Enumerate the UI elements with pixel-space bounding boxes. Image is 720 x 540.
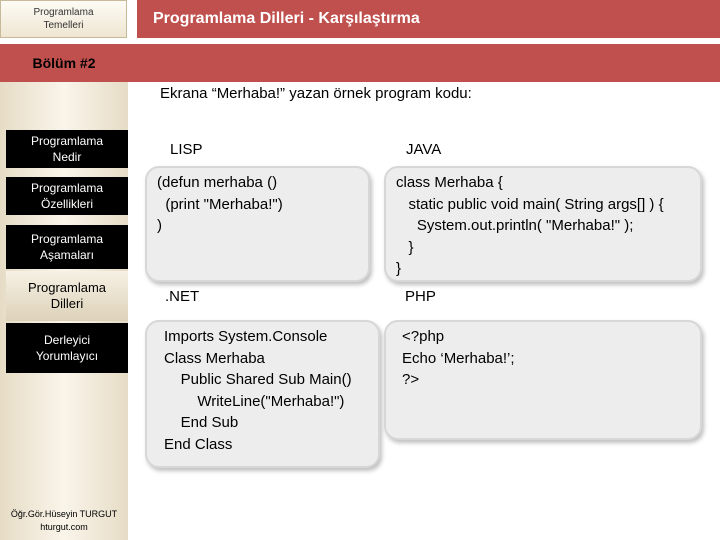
- sidebar-item-asamalari[interactable]: Programlama Aşamaları: [6, 225, 128, 269]
- author-credit: Öğr.Gör.Hüseyin TURGUT hturgut.com: [0, 508, 128, 534]
- sidebar-item-line2: Özellikleri: [40, 197, 93, 211]
- label-php: PHP: [405, 288, 436, 305]
- intro-text: Ekrana “Merhaba!” yazan örnek program ko…: [160, 85, 472, 102]
- label-lisp: LISP: [170, 141, 203, 158]
- course-logo: Programlama Temelleri: [0, 0, 127, 38]
- sidebar-item-line1: Programlama: [27, 280, 107, 295]
- sidebar-item-line1: Programlama: [30, 181, 104, 195]
- sidebar-item-nedir[interactable]: Programlama Nedir: [6, 130, 128, 168]
- code-block-dotnet: Imports System.Console Class Merhaba Pub…: [145, 320, 380, 468]
- sidebar-item-line1: Programlama: [30, 232, 104, 246]
- title-bar: [137, 0, 720, 38]
- code-block-php: <?php Echo ‘Merhaba!’; ?>: [384, 320, 702, 440]
- sidebar-item-ozellikleri[interactable]: Programlama Özellikleri: [6, 177, 128, 215]
- sidebar-item-line2: Yorumlayıcı: [35, 349, 99, 363]
- page-title: Programlama Dilleri - Karşılaştırma: [153, 10, 420, 27]
- label-dotnet: .NET: [165, 288, 200, 305]
- logo-line1: Programlama: [33, 7, 94, 18]
- logo-line2: Temelleri: [43, 20, 84, 31]
- sidebar-item-line2: Nedir: [52, 150, 82, 164]
- author-name: Öğr.Gör.Hüseyin TURGUT: [10, 509, 118, 519]
- code-block-java: class Merhaba { static public void main(…: [384, 166, 702, 282]
- sidebar-item-line2: Dilleri: [50, 296, 84, 311]
- sidebar-item-line1: Derleyici: [43, 333, 90, 347]
- code-block-lisp: (defun merhaba () (print "Merhaba!") ): [145, 166, 370, 282]
- sidebar-item-line1: Programlama: [30, 134, 104, 148]
- chapter-bar: [0, 44, 720, 82]
- label-java: JAVA: [406, 141, 442, 158]
- sidebar-item-derleyici[interactable]: Derleyici Yorumlayıcı: [6, 323, 128, 373]
- author-site: hturgut.com: [40, 522, 88, 532]
- sidebar-item-line2: Aşamaları: [39, 248, 95, 262]
- sidebar-item-dilleri[interactable]: Programlama Dilleri: [6, 271, 128, 321]
- chapter-label: Bölüm #2: [32, 55, 96, 71]
